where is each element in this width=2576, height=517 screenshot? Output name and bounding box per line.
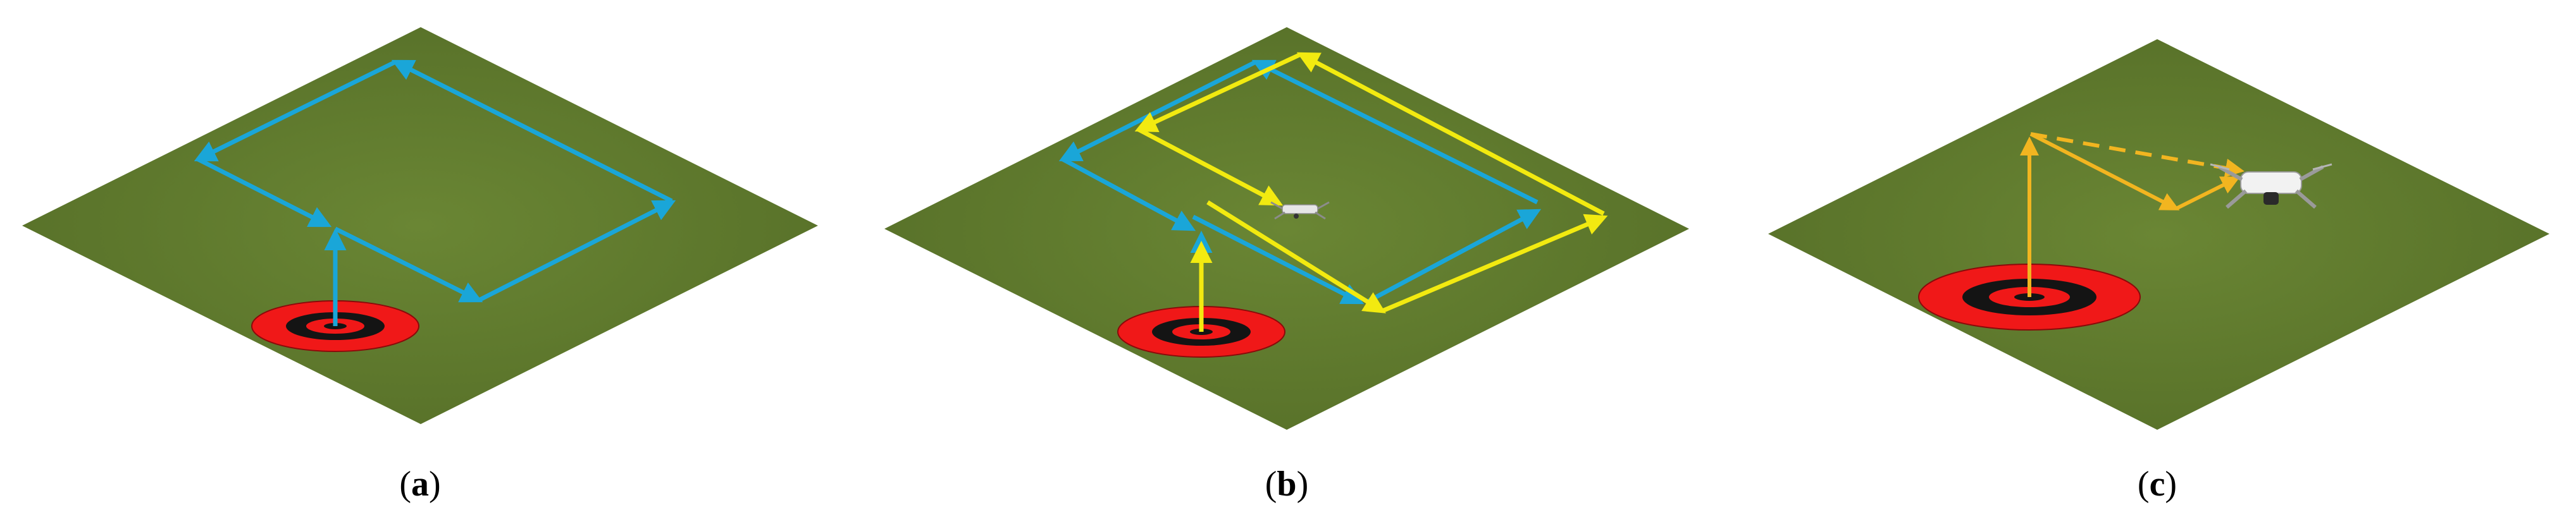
caption-a: (a) <box>399 465 440 504</box>
panel-a: (a) <box>22 27 818 504</box>
caption-b: (b) <box>1265 465 1308 504</box>
field-plane <box>884 27 1689 430</box>
flight-path-blue <box>194 59 676 326</box>
drone-icon <box>1270 201 1330 220</box>
flight-path-orange <box>2020 132 2245 297</box>
field-plane <box>22 27 818 424</box>
field-plane <box>1768 39 2549 430</box>
flight-path-yellow <box>1134 52 1608 332</box>
panel-c: (c) <box>1768 39 2549 504</box>
drone-icon <box>2210 163 2332 209</box>
panel-b: (b) <box>884 27 1689 504</box>
caption-c: (c) <box>2138 465 2177 504</box>
